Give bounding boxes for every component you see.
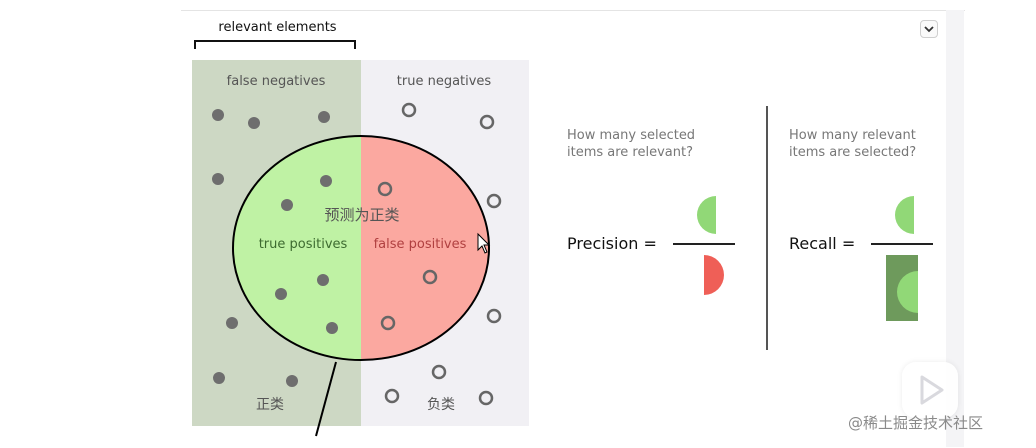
dot	[486, 308, 502, 324]
watermark: @稀土掘金技术社区	[848, 414, 984, 432]
dot	[248, 117, 260, 129]
false-negatives-label: false negatives	[227, 74, 326, 89]
chevron-down-icon	[924, 26, 934, 33]
dot	[422, 269, 438, 285]
recall-denominator-selected	[897, 271, 918, 313]
dot	[326, 322, 338, 334]
dot	[486, 193, 502, 209]
dot	[479, 114, 495, 130]
dot	[320, 175, 332, 187]
relevant-elements-label: relevant elements	[218, 20, 337, 35]
dot	[317, 274, 329, 286]
precision-label: Precision =	[567, 234, 657, 253]
positive-class-label: 正类	[256, 397, 284, 413]
dot	[478, 390, 494, 406]
dot	[380, 315, 396, 331]
precision-question-line2: items are relevant?	[567, 145, 693, 160]
true-negative-dots	[384, 102, 502, 406]
recall-numerator-half-circle	[895, 196, 914, 234]
selected-elements-pointer	[315, 361, 337, 437]
true-positive-dots	[275, 175, 338, 334]
negative-class-label: 负类	[427, 397, 455, 413]
panel-scroll-strip	[946, 10, 964, 447]
dot	[281, 199, 293, 211]
dot	[318, 111, 330, 123]
mouse-cursor-icon	[477, 232, 491, 254]
recall-label: Recall =	[789, 234, 855, 253]
dot	[213, 372, 225, 384]
dot	[226, 317, 238, 329]
dot	[384, 388, 400, 404]
play-button[interactable]	[902, 362, 958, 418]
precision-denominator-right	[704, 255, 724, 295]
precision-numerator-half-circle	[697, 196, 716, 234]
predicted-positive-label: 预测为正类	[324, 206, 399, 224]
false-positives-label: false positives	[374, 237, 467, 252]
dot	[286, 375, 298, 387]
dot	[212, 173, 224, 185]
true-negatives-label: true negatives	[397, 74, 492, 89]
relevant-elements-bracket	[194, 40, 356, 49]
dot	[275, 288, 287, 300]
dot	[377, 181, 393, 197]
recall-question-line1: How many relevant	[789, 128, 916, 143]
precision-question-line1: How many selected	[567, 128, 695, 143]
dot	[212, 109, 224, 121]
selected-elements-circle	[232, 135, 490, 361]
play-icon	[920, 375, 944, 405]
recall-question-line2: items are selected?	[789, 145, 916, 160]
dot	[431, 364, 447, 380]
collapse-button[interactable]	[920, 20, 938, 38]
false-negative-dots	[212, 109, 330, 387]
false-positive-dots	[377, 181, 438, 331]
dot	[401, 102, 417, 118]
true-positives-label: true positives	[259, 237, 348, 252]
